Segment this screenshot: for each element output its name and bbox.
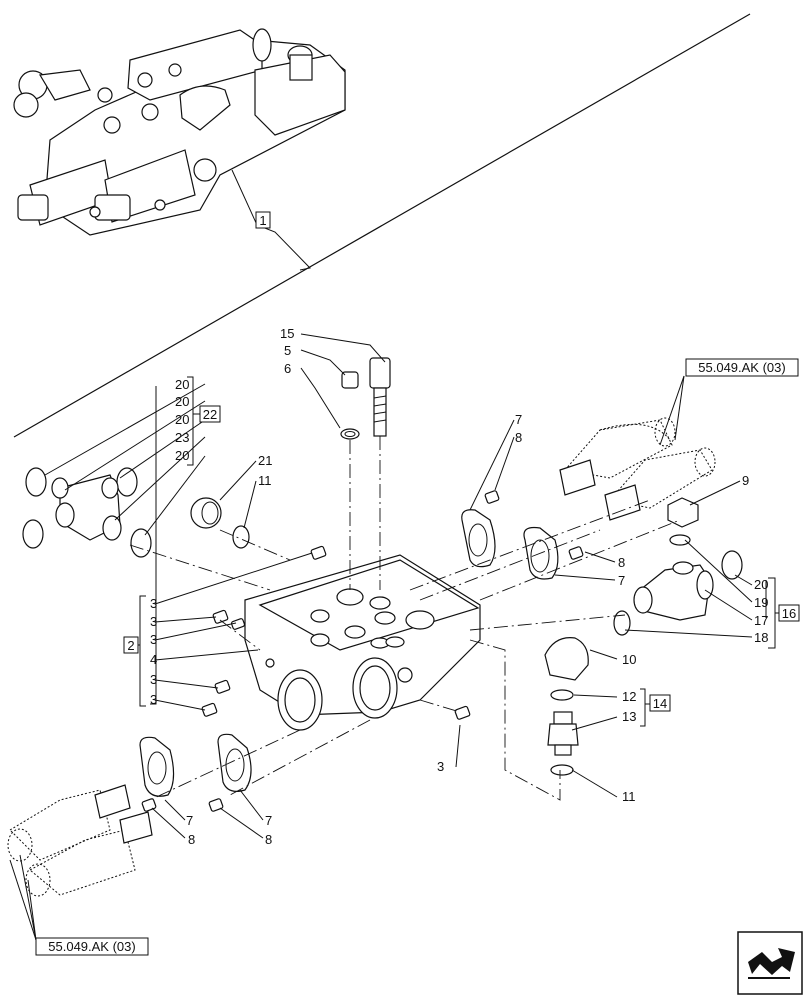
callout-11-b[interactable]: 11 bbox=[622, 789, 636, 804]
callout-23[interactable]: 23 bbox=[175, 430, 189, 445]
callout-5[interactable]: 5 bbox=[284, 343, 291, 358]
callout-7-d[interactable]: 7 bbox=[265, 813, 272, 828]
callout-3-b[interactable]: 3 bbox=[150, 614, 157, 629]
callout-21[interactable]: 21 bbox=[258, 453, 272, 468]
callout-15[interactable]: 15 bbox=[280, 326, 294, 341]
leader-lines bbox=[9, 333, 767, 941]
callout-box-16 bbox=[778, 604, 800, 622]
callout-3-f[interactable]: 3 bbox=[437, 759, 444, 774]
leader-1 bbox=[231, 169, 311, 271]
separator-line bbox=[13, 13, 751, 438]
gaskets-and-screws bbox=[139, 490, 584, 812]
assembly-axes bbox=[129, 436, 681, 801]
left-tee-fitting bbox=[22, 467, 152, 558]
reference-box-top-right bbox=[685, 358, 799, 377]
valve-body-illustration bbox=[244, 554, 481, 731]
callout-8-d[interactable]: 8 bbox=[265, 832, 272, 847]
callout-6[interactable]: 6 bbox=[284, 361, 291, 376]
callout-8-b[interactable]: 8 bbox=[618, 555, 625, 570]
reference-box-bottom-left bbox=[35, 937, 149, 956]
callout-22[interactable]: 22 bbox=[203, 407, 217, 422]
reference-bottom-left[interactable]: 55.049.AK (03) bbox=[48, 939, 135, 954]
callout-7-b[interactable]: 7 bbox=[618, 573, 625, 588]
callout-box-2 bbox=[123, 636, 139, 654]
nut-and-oring bbox=[190, 497, 250, 549]
callout-11-a[interactable]: 11 bbox=[258, 473, 272, 488]
callout-8-a[interactable]: 8 bbox=[515, 430, 522, 445]
callout-4[interactable]: 4 bbox=[150, 652, 157, 667]
callout-7-a[interactable]: 7 bbox=[515, 412, 522, 427]
callout-labels: 1 15 5 6 20 20 20 23 20 22 21 11 7 8 8 7… bbox=[35, 211, 800, 956]
callout-2[interactable]: 2 bbox=[127, 638, 134, 653]
callout-box-22 bbox=[199, 405, 221, 423]
bolt-assembly bbox=[340, 357, 391, 440]
callout-3-d[interactable]: 3 bbox=[150, 672, 157, 687]
callout-12[interactable]: 12 bbox=[622, 689, 636, 704]
callout-19[interactable]: 19 bbox=[754, 595, 768, 610]
callout-8-c[interactable]: 8 bbox=[188, 832, 195, 847]
callout-3-e[interactable]: 3 bbox=[150, 692, 157, 707]
callout-10[interactable]: 10 bbox=[622, 652, 636, 667]
callout-1[interactable]: 1 bbox=[259, 213, 266, 228]
callout-20-b[interactable]: 20 bbox=[175, 394, 189, 409]
callout-20-e[interactable]: 20 bbox=[754, 577, 768, 592]
callout-3-c[interactable]: 3 bbox=[150, 632, 157, 647]
callout-box-1 bbox=[255, 211, 271, 229]
callout-20-a[interactable]: 20 bbox=[175, 377, 189, 392]
next-page-arrow-icon[interactable] bbox=[737, 931, 803, 995]
callout-9[interactable]: 9 bbox=[742, 473, 749, 488]
callout-3-a[interactable]: 3 bbox=[150, 596, 157, 611]
callout-14[interactable]: 14 bbox=[653, 696, 667, 711]
callout-16[interactable]: 16 bbox=[782, 606, 796, 621]
callout-17[interactable]: 17 bbox=[754, 613, 768, 628]
callout-20-c[interactable]: 20 bbox=[175, 412, 189, 427]
test-port-parts bbox=[544, 637, 589, 776]
callout-18[interactable]: 18 bbox=[754, 630, 768, 645]
callout-13[interactable]: 13 bbox=[622, 709, 636, 724]
right-tee-fitting bbox=[613, 497, 743, 636]
solenoid-coils-right bbox=[559, 417, 716, 521]
callout-7-c[interactable]: 7 bbox=[186, 813, 193, 828]
assembled-valve-illustration bbox=[13, 28, 346, 236]
solenoid-coils-left bbox=[7, 784, 153, 897]
reference-top-right[interactable]: 55.049.AK (03) bbox=[698, 360, 785, 375]
plug-screws bbox=[201, 545, 471, 720]
callout-box-14 bbox=[649, 694, 671, 712]
callout-20-d[interactable]: 20 bbox=[175, 448, 189, 463]
